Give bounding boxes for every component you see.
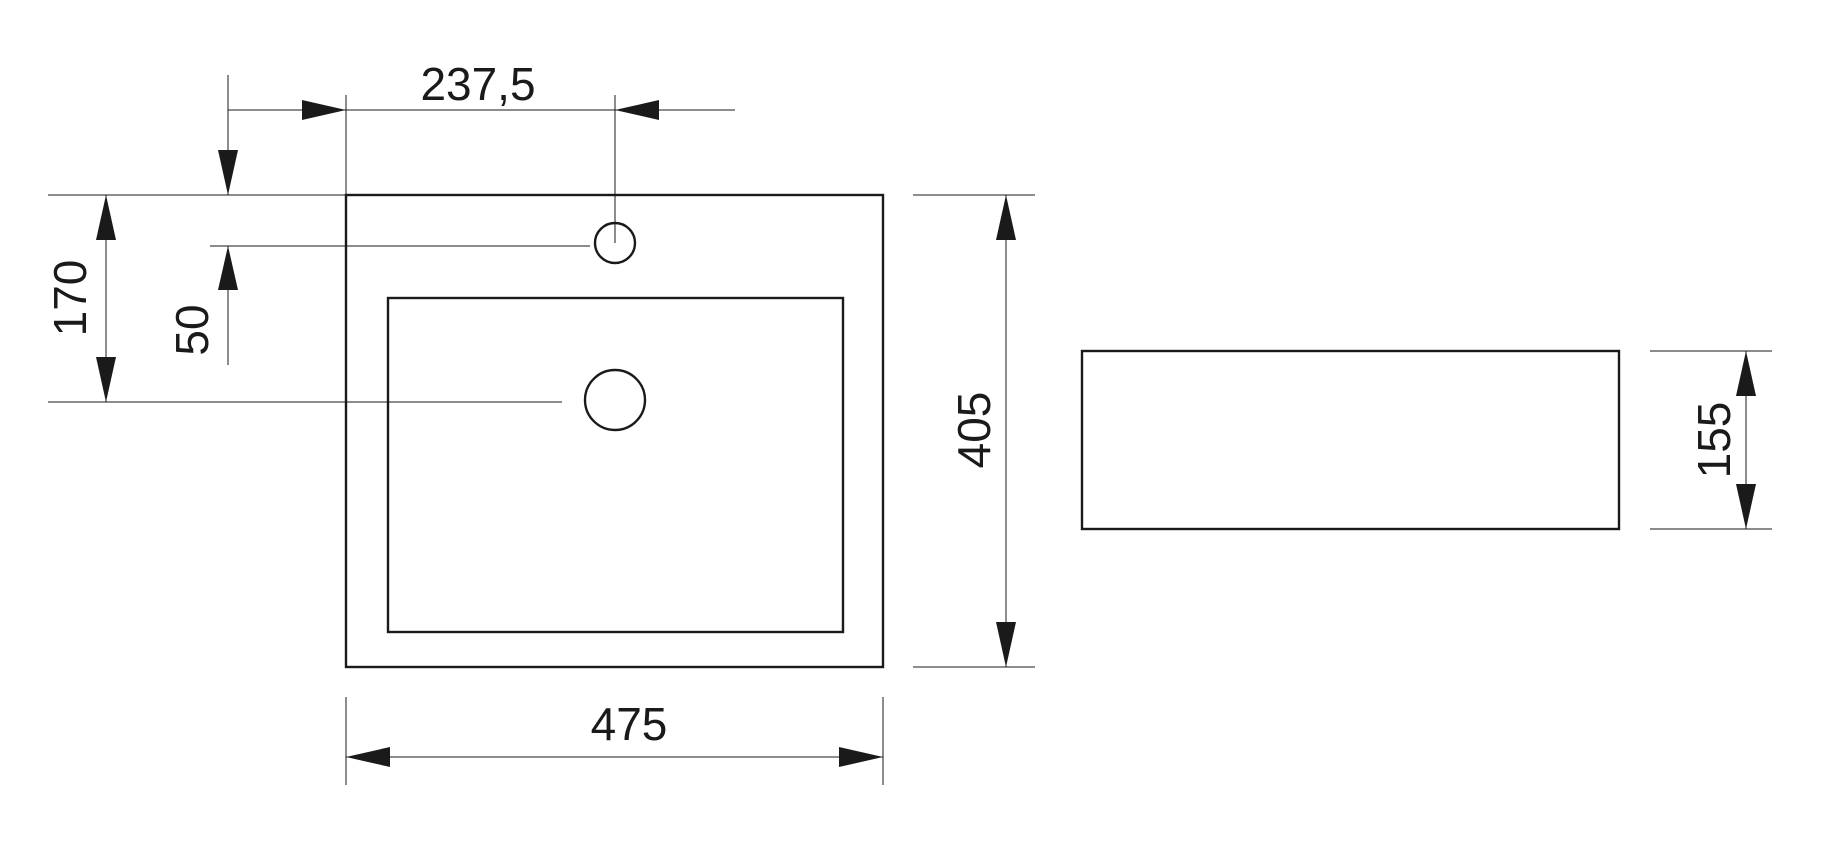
dimension-label-height: 155 bbox=[1688, 402, 1740, 479]
arrow-head bbox=[96, 357, 116, 402]
dimension-depth: 405 bbox=[913, 194, 1035, 668]
arrow-head bbox=[996, 195, 1016, 240]
dimension-tap-hole-to-edge: 50 bbox=[166, 75, 590, 365]
dimension-label-drain-from-edge: 170 bbox=[44, 260, 96, 337]
arrow-head bbox=[839, 747, 883, 767]
basin-bowl-outline bbox=[386, 296, 845, 634]
top-view bbox=[344, 193, 885, 669]
arrow-head bbox=[615, 100, 659, 120]
arrow-head bbox=[1736, 484, 1756, 529]
arrow-head bbox=[996, 622, 1016, 667]
arrow-head bbox=[346, 747, 390, 767]
dimension-label-tap-hole-to-edge: 50 bbox=[166, 304, 218, 355]
dimension-width: 475 bbox=[345, 697, 884, 785]
arrow-head bbox=[218, 150, 238, 195]
dimension-drain-from-edge: 170 bbox=[44, 194, 562, 403]
arrow-head bbox=[302, 100, 346, 120]
dimension-label-depth: 405 bbox=[948, 392, 1000, 469]
dimension-height: 155 bbox=[1650, 350, 1772, 530]
dimension-tap-offset: 237,5 bbox=[228, 58, 735, 243]
side-view-outline bbox=[1080, 349, 1621, 531]
arrow-head bbox=[218, 246, 238, 290]
drain-hole bbox=[583, 368, 647, 432]
dimension-label-width: 475 bbox=[591, 698, 668, 750]
arrow-head bbox=[1736, 351, 1756, 396]
dimension-label-tap-offset: 237,5 bbox=[420, 58, 535, 110]
arrow-head bbox=[96, 195, 116, 240]
